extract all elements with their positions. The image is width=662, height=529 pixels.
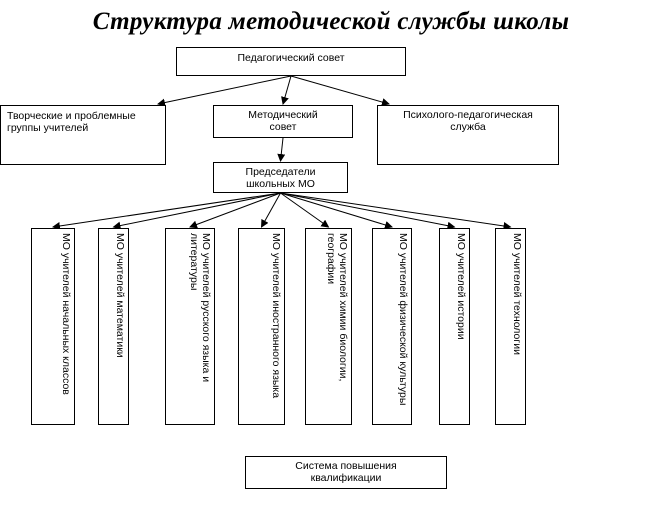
node-ped-sovet: Педагогический совет	[176, 47, 406, 76]
node-metod-sovet-label: Методический совет	[248, 109, 318, 133]
node-predsedateli-mo: Председатели школьных МО	[213, 162, 348, 193]
arrow-predsed-to-mo_hist	[280, 192, 456, 230]
arrow-predsed-to-mo_math	[112, 192, 281, 230]
node-tvorch-groups: Творческие и проблемные группы учителей	[0, 105, 166, 165]
node-predsedateli-mo-label: Председатели школьных МО	[245, 166, 316, 190]
mo-box-inostranniy: МО учителей иностранного языка	[238, 228, 285, 425]
mo-box-russkiy: МО учителей русского языка и литературы	[165, 228, 215, 425]
page-title: Структура методической службы школы	[92, 8, 570, 35]
arrow-predsed-to-mo_nach	[52, 192, 281, 230]
mo-box-tehnologiya: МО учителей технологии	[495, 228, 526, 425]
node-tvorch-groups-label: Творческие и проблемные группы учителей	[7, 110, 136, 134]
mo-box-tehnologiya-label: МО учителей технологии	[511, 233, 523, 355]
mo-box-himiya-biologiya: МО учителей химии биологии, географии	[305, 228, 352, 425]
arrow-metod-to-predsed	[277, 137, 286, 162]
mo-box-istoriya-label: МО учителей истории	[455, 233, 467, 340]
arrow-predsed-to-mo_tech	[280, 192, 512, 230]
mo-box-nach-klass: МО учителей начальных классов	[31, 228, 75, 425]
mo-box-istoriya: МО учителей истории	[439, 228, 470, 425]
mo-box-himiya-biologiya-label: МО учителей химии биологии, географии	[325, 233, 349, 382]
arrow-predsed-to-mo_rus	[189, 192, 281, 229]
mo-box-matematika-label: МО учителей математики	[114, 233, 126, 358]
node-metod-sovet: Методический совет	[213, 105, 353, 138]
mo-box-russkiy-label: МО учителей русского языка и литературы	[188, 233, 212, 383]
node-psych-service-label: Психолого-педагогическая служба	[403, 109, 533, 133]
node-ped-sovet-label: Педагогический совет	[237, 52, 345, 64]
arrow-predsed-to-mo_phys	[280, 192, 393, 229]
node-sistema-povysheniya-label: Система повышения квалификации	[295, 460, 397, 484]
arrow-predsed-to-mo_inostr	[261, 192, 281, 228]
mo-box-fizkultura: МО учителей физической культуры	[372, 228, 412, 425]
arrow-ped_sovet-to-psych	[290, 75, 390, 106]
mo-box-inostranniy-label: МО учителей иностранного языка	[270, 233, 282, 399]
node-sistema-povysheniya: Система повышения квалификации	[245, 456, 447, 489]
mo-box-fizkultura-label: МО учителей физической культуры	[397, 233, 409, 406]
mo-box-matematika: МО учителей математики	[98, 228, 129, 425]
mo-box-nach-klass-label: МО учителей начальных классов	[60, 233, 72, 395]
arrow-ped_sovet-to-tvorch	[157, 75, 292, 107]
node-psych-service: Психолого-педагогическая служба	[377, 105, 559, 165]
arrow-ped_sovet-to-metod	[281, 75, 292, 105]
arrow-predsed-to-mo_chem	[280, 192, 330, 228]
